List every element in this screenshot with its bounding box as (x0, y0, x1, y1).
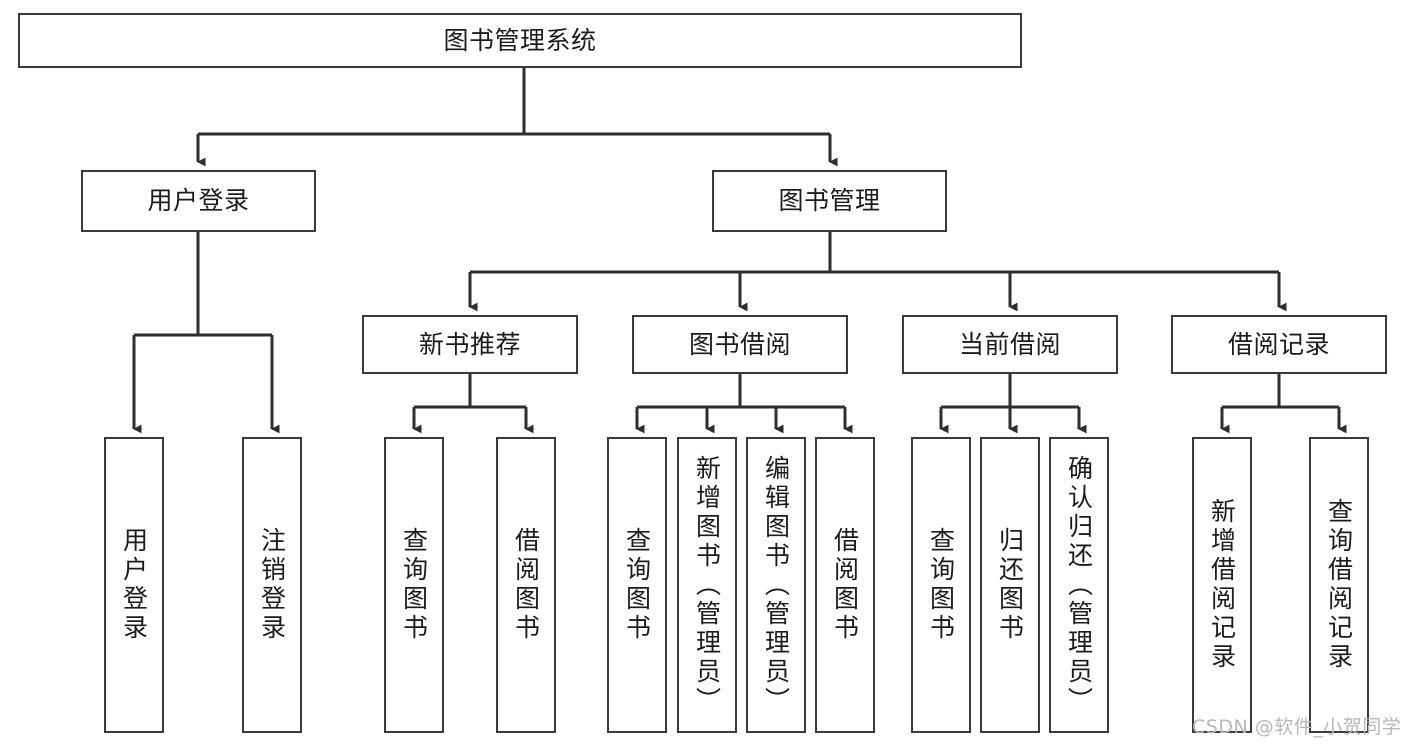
node-borrow-record-label: 借阅记录 (1227, 329, 1330, 359)
node-book-management[interactable]: 图书管理 (712, 170, 947, 232)
leaf-new-book-query-label: 查询图书 (399, 527, 429, 643)
leaf-record-query[interactable]: 查询借阅记录 (1309, 437, 1369, 733)
node-user-login-label: 用户登录 (147, 186, 250, 216)
leaf-current-query-book-label: 查询图书 (926, 527, 956, 643)
leaf-record-query-label: 查询借阅记录 (1324, 498, 1354, 672)
leaf-user-login-login[interactable]: 用户登录 (104, 437, 164, 733)
leaf-current-return-book-label: 归还图书 (995, 527, 1025, 643)
leaf-record-add[interactable]: 新增借阅记录 (1192, 437, 1252, 733)
node-borrow-record[interactable]: 借阅记录 (1171, 315, 1387, 374)
leaf-new-book-borrow[interactable]: 借阅图书 (496, 437, 556, 733)
leaf-borrow-edit-book-label: 编辑图书（管理员） (761, 454, 791, 716)
leaf-borrow-borrow-book[interactable]: 借阅图书 (815, 437, 875, 733)
node-new-book-recommend[interactable]: 新书推荐 (362, 315, 578, 374)
node-root[interactable]: 图书管理系统 (18, 13, 1022, 68)
leaf-current-confirm-return-label: 确认归还（管理员） (1064, 454, 1094, 716)
leaf-borrow-query-book[interactable]: 查询图书 (607, 437, 667, 733)
leaf-user-login-logout[interactable]: 注销登录 (242, 437, 302, 733)
csdn-watermark: CSDN @软件_小贺同学 (1192, 716, 1402, 738)
leaf-borrow-add-book-label: 新增图书（管理员） (692, 454, 722, 716)
leaf-borrow-query-book-label: 查询图书 (622, 527, 652, 643)
leaf-record-add-label: 新增借阅记录 (1207, 498, 1237, 672)
leaf-user-login-logout-label: 注销登录 (257, 527, 287, 643)
leaf-user-login-login-label: 用户登录 (119, 527, 149, 643)
node-user-login[interactable]: 用户登录 (81, 170, 316, 232)
node-current-borrow[interactable]: 当前借阅 (902, 315, 1118, 374)
node-root-label: 图书管理系统 (443, 25, 597, 55)
leaf-current-return-book[interactable]: 归还图书 (980, 437, 1040, 733)
node-book-borrow-label: 图书借阅 (688, 329, 791, 359)
leaf-borrow-borrow-book-label: 借阅图书 (830, 527, 860, 643)
node-new-book-recommend-label: 新书推荐 (418, 329, 521, 359)
node-book-management-label: 图书管理 (778, 186, 881, 216)
node-book-borrow[interactable]: 图书借阅 (632, 315, 848, 374)
node-current-borrow-label: 当前借阅 (958, 329, 1061, 359)
leaf-current-confirm-return[interactable]: 确认归还（管理员） (1049, 437, 1109, 733)
leaf-new-book-query[interactable]: 查询图书 (384, 437, 444, 733)
leaf-borrow-edit-book[interactable]: 编辑图书（管理员） (746, 437, 806, 733)
leaf-current-query-book[interactable]: 查询图书 (911, 437, 971, 733)
leaf-new-book-borrow-label: 借阅图书 (511, 527, 541, 643)
leaf-borrow-add-book[interactable]: 新增图书（管理员） (677, 437, 737, 733)
